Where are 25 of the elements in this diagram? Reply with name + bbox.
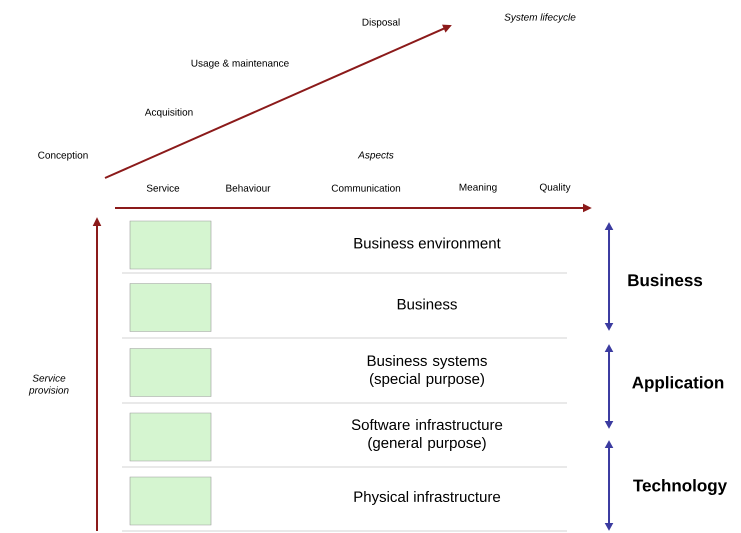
group-label: Business	[628, 274, 702, 286]
axis-label: Acquisition	[144, 108, 193, 118]
empty-box	[130, 220, 212, 270]
axis-label: Communication	[332, 184, 400, 192]
empty-box	[130, 412, 212, 462]
layer-label: Business environment	[354, 238, 501, 248]
empty-box	[130, 476, 212, 526]
axis-label: Behaviour	[226, 184, 270, 192]
axis-label: Disposal	[362, 18, 400, 28]
axis-label: Meaning	[460, 183, 497, 193]
group-label: Technology	[633, 479, 727, 495]
empty-box	[130, 283, 212, 332]
group-label: Application	[632, 376, 724, 392]
axis-title: System lifecycle	[504, 13, 576, 23]
layer-label: Software infrastructure (general purpose)	[352, 419, 502, 451]
axis-label: Service	[146, 184, 180, 192]
axis-title: Service provision	[28, 374, 69, 396]
layer-label: Physical infrastructure	[354, 491, 500, 505]
layer-label: Business	[398, 298, 457, 310]
axis-title: Aspects	[358, 152, 394, 160]
layer-label: Business systems (special purpose)	[368, 355, 487, 387]
empty-box	[130, 348, 212, 397]
axis-label: Conception	[38, 151, 88, 161]
axis-label: Quality	[540, 183, 571, 193]
axis-label: Usage & maintenance	[192, 59, 289, 69]
